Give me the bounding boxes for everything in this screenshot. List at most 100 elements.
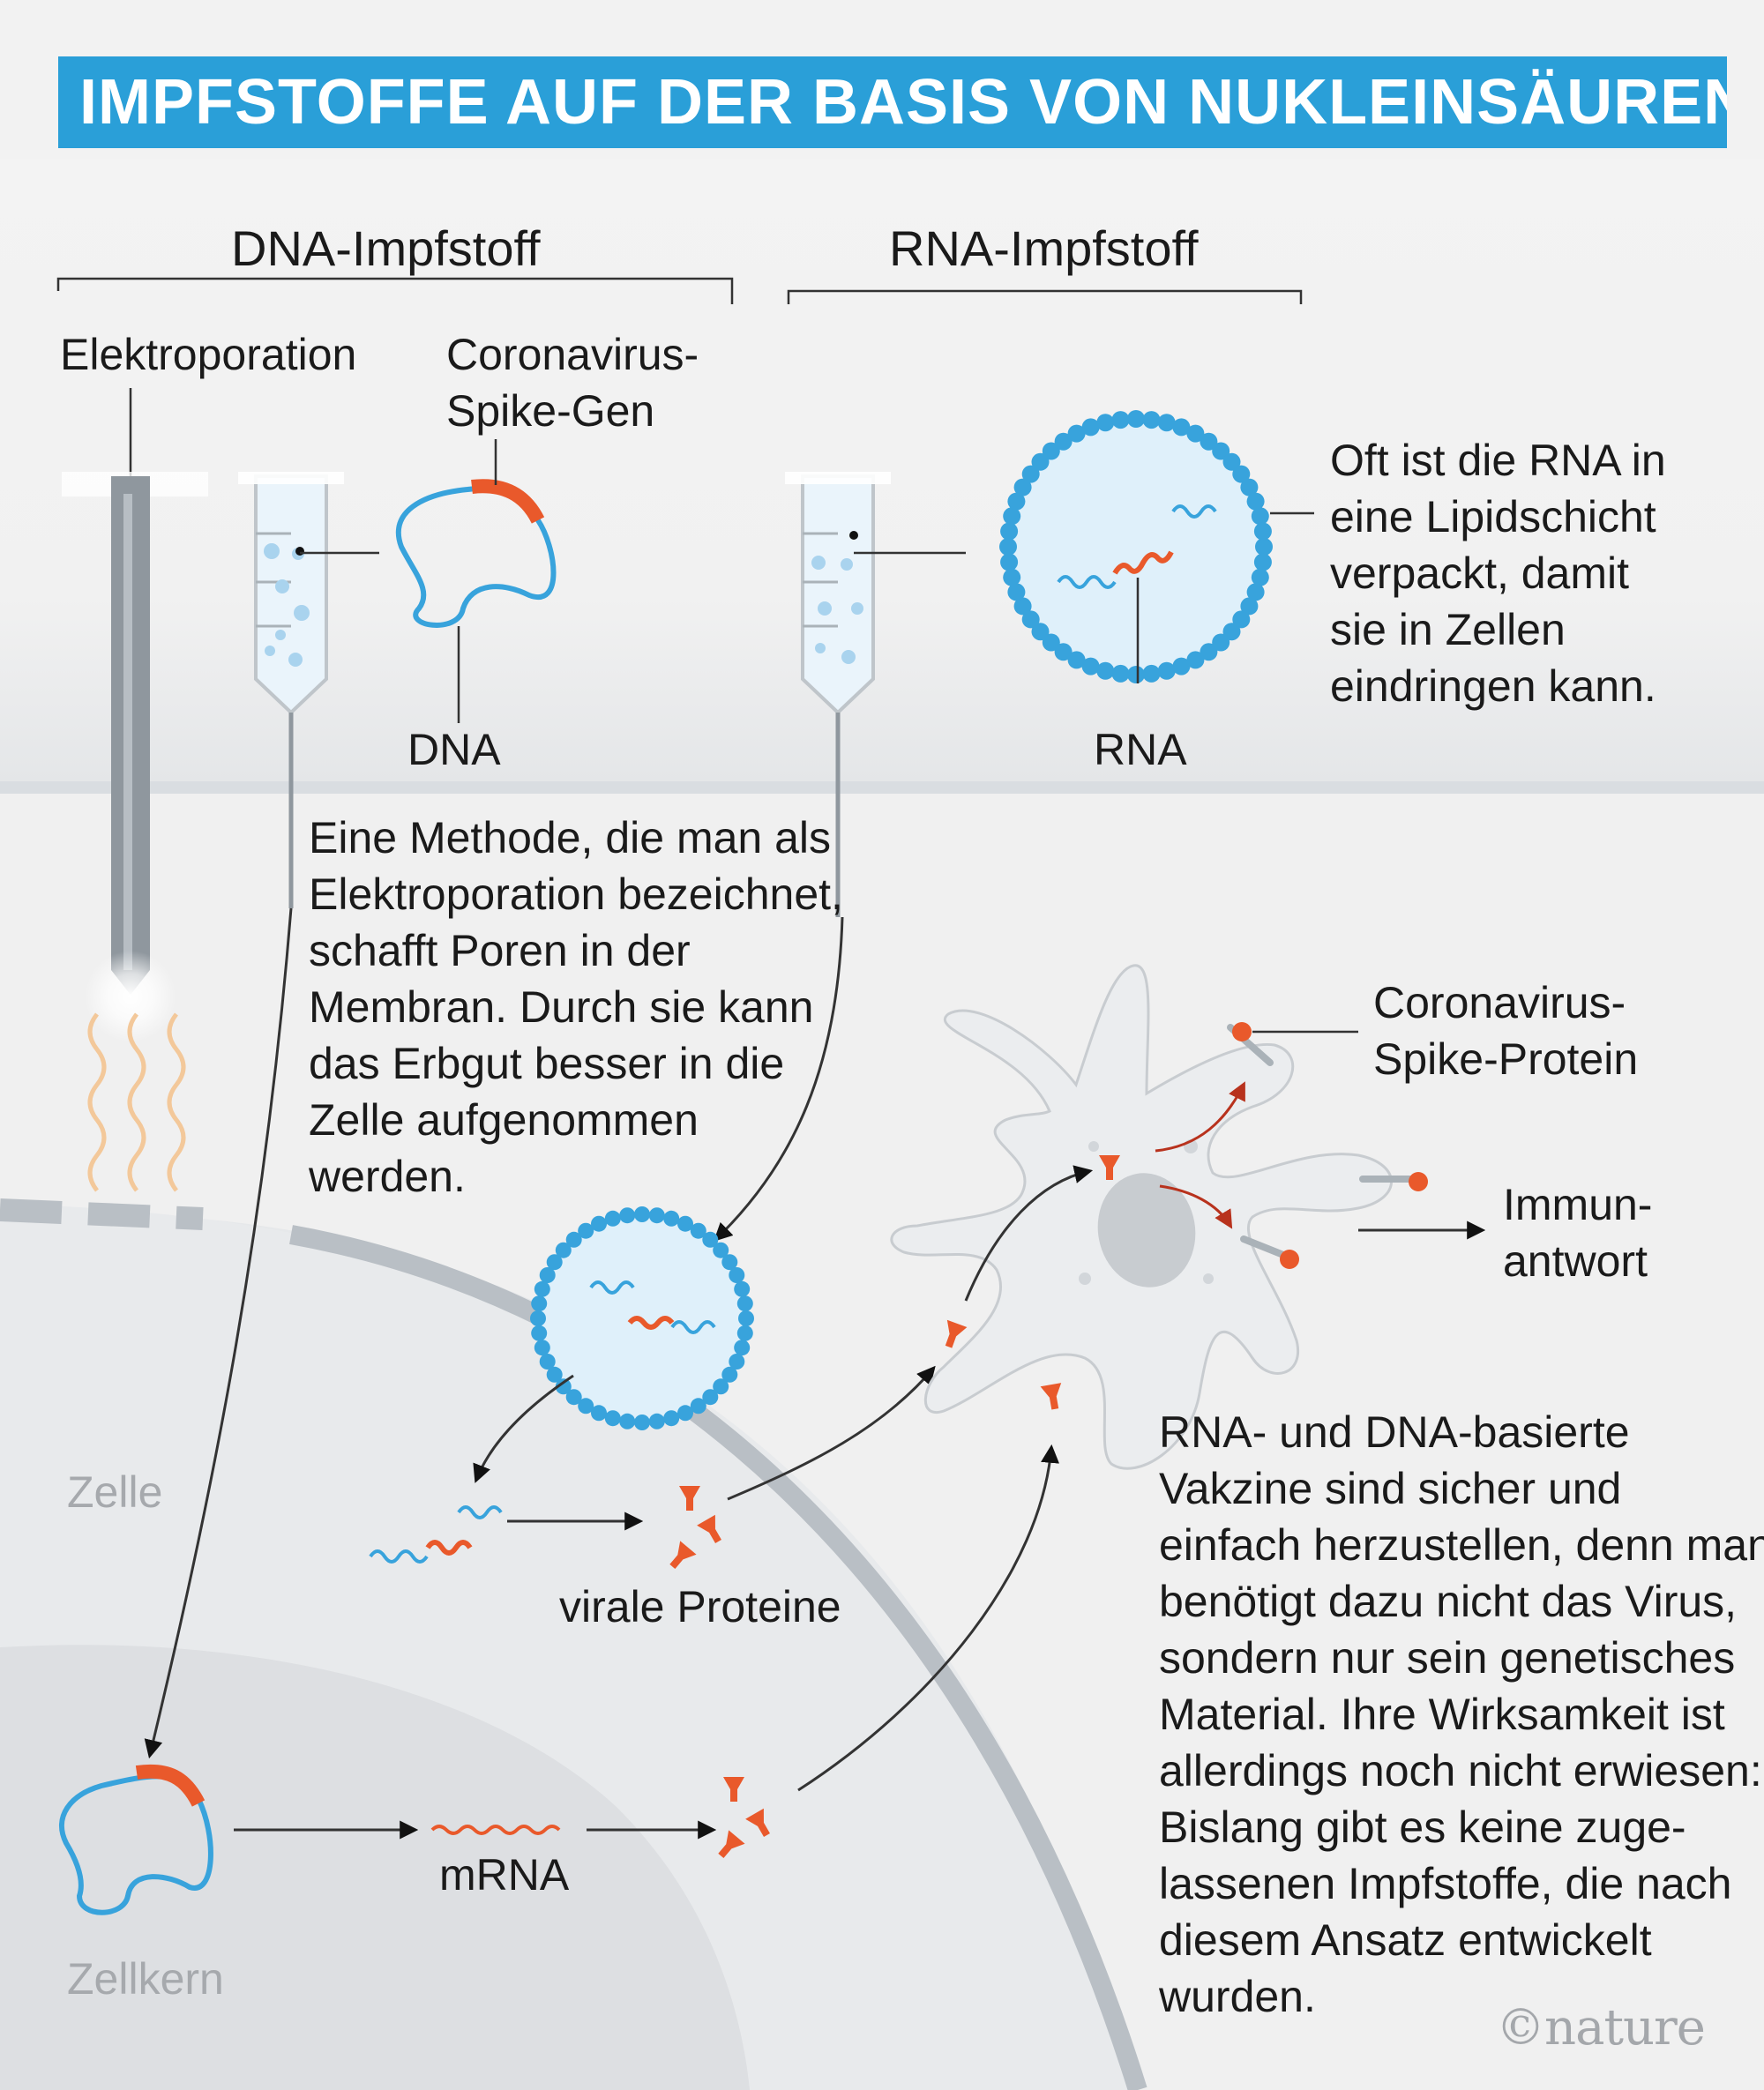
label-nucleus: Zellkern <box>67 1954 224 2004</box>
lipid-bead <box>1111 411 1130 429</box>
lipid-bead <box>999 538 1017 556</box>
lipid-bead <box>1212 442 1230 460</box>
lipid-bead <box>648 1413 665 1429</box>
lipid-bead <box>663 1410 680 1427</box>
lipid-bead <box>1142 664 1161 683</box>
lipid-bead <box>713 1242 729 1258</box>
text-lipid-layer: Oft ist die RNA in eine Lipidschicht ver… <box>1330 436 1666 711</box>
plasmid-dna-icon <box>59 1764 213 1915</box>
lipid-bead <box>565 1389 582 1406</box>
label-spike-protein: Coronavirus- Spike-Protein <box>1373 978 1639 1084</box>
nucleus <box>0 1645 750 2090</box>
lipid-bead <box>721 1366 738 1383</box>
lipid-bead <box>1042 442 1060 460</box>
lipid-bead <box>1212 633 1230 652</box>
lipid-bead <box>1246 492 1265 511</box>
lipid-bead <box>702 1389 719 1406</box>
lipid-bead <box>1000 522 1019 541</box>
text-electroporation-method: Eine Methode, die man als Elektroporatio… <box>309 813 843 1201</box>
lipid-bead <box>1157 661 1176 680</box>
label-cell: Zelle <box>67 1467 163 1517</box>
lipid-bead <box>1172 657 1191 676</box>
lipid-bead <box>1127 410 1145 428</box>
lipid-bead <box>1200 643 1218 661</box>
rna-vaccine-heading: RNA-Impfstoff <box>889 220 1199 276</box>
spike-protein-icon <box>669 1486 721 1570</box>
lipid-bead <box>1246 583 1265 601</box>
page-title: IMPFSTOFFE AUF DER BASIS VON NUKLEINSÄUR… <box>58 56 1727 148</box>
lipid-bead <box>530 1310 546 1326</box>
cell-membrane <box>0 1198 204 1230</box>
lipid-bead <box>604 1410 621 1427</box>
lipid-bead <box>604 1210 621 1227</box>
label-spike-gene: Coronavirus- Spike-Gen <box>446 330 699 436</box>
lipid-bead <box>1081 657 1100 676</box>
lipid-bead <box>1031 452 1050 471</box>
label-mrna: mRNA <box>439 1850 570 1900</box>
syringe-icon <box>238 472 379 908</box>
spike-protein-icon <box>718 1777 770 1859</box>
lipid-bead <box>555 1378 572 1395</box>
lipid-bead <box>634 1414 650 1430</box>
lipid-bead <box>534 1280 550 1297</box>
lipid-bead <box>1127 666 1145 683</box>
lipid-bead <box>619 1413 636 1429</box>
lipid-bead <box>1096 661 1115 680</box>
lipid-bead <box>1111 664 1130 683</box>
lipid-bead <box>591 1215 607 1232</box>
lipid-bead <box>1007 583 1026 601</box>
skin-surface <box>0 781 1764 794</box>
lipid-bead <box>534 1340 550 1356</box>
lipid-bead <box>713 1378 729 1395</box>
lipid-bead <box>539 1354 556 1370</box>
lipid-bead <box>1186 424 1205 443</box>
label-immune-response: Immun- antwort <box>1503 1180 1653 1286</box>
lipid-bead <box>555 1242 572 1258</box>
lipid-bead <box>736 1295 753 1312</box>
lipid-bead <box>1232 465 1251 483</box>
lipid-bead <box>1021 465 1040 483</box>
lipid-bead <box>1200 432 1218 451</box>
lipid-bead <box>1253 553 1272 571</box>
lipid-bead <box>1172 418 1191 437</box>
lipid-bead <box>1096 414 1115 432</box>
lipid-bead <box>1067 651 1086 669</box>
lipid-bead <box>677 1405 693 1422</box>
lipid-bead <box>690 1222 706 1239</box>
lipid-bead <box>734 1280 751 1297</box>
lipid-bead <box>663 1210 680 1227</box>
lipid-bead <box>1003 507 1021 526</box>
lipid-bead <box>736 1325 753 1341</box>
lipid-bead <box>648 1207 665 1224</box>
lipid-bead <box>1157 414 1176 432</box>
lipid-bead <box>702 1231 719 1248</box>
label-rna: RNA <box>1094 725 1187 774</box>
dendritic-cell-icon <box>890 964 1428 1470</box>
lipid-bead <box>1240 478 1259 496</box>
dna-vaccine-heading: DNA-Impfstoff <box>231 220 541 276</box>
electroporation-needle-icon <box>62 388 208 1192</box>
lipid-bead <box>729 1354 745 1370</box>
lipid-bead <box>1232 610 1251 629</box>
lipid-bead <box>729 1267 745 1283</box>
lipid-bead <box>1186 651 1205 669</box>
lipid-bead <box>734 1340 751 1356</box>
lipid-bead <box>531 1295 548 1312</box>
lipid-bead <box>1222 452 1241 471</box>
lipid-bead <box>619 1207 636 1224</box>
lipid-bead <box>539 1267 556 1283</box>
lipid-bead <box>1031 623 1050 641</box>
label-dna: DNA <box>407 725 501 774</box>
lipid-bead <box>1253 522 1272 541</box>
lipid-bead <box>565 1231 582 1248</box>
lipid-bead <box>1142 411 1161 429</box>
lipid-bead <box>591 1405 607 1422</box>
lipid-bead <box>546 1366 563 1383</box>
lipid-bead <box>1251 507 1269 526</box>
lipid-bead <box>1007 492 1026 511</box>
lipid-bead <box>1013 597 1032 616</box>
lipid-bead <box>1054 432 1073 451</box>
lipid-bead <box>1222 623 1241 641</box>
lipid-bead <box>1081 418 1100 437</box>
